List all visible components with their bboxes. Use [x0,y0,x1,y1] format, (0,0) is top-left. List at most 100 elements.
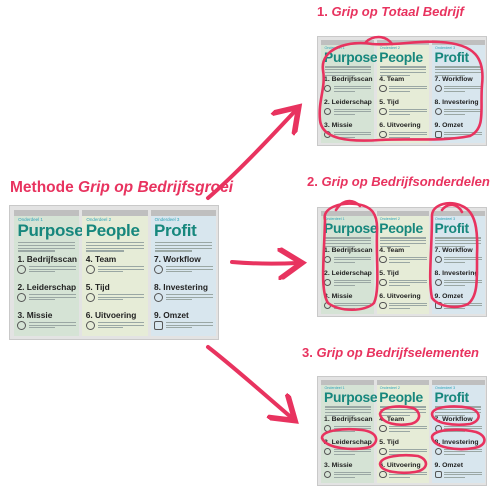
element-description [389,131,427,140]
target-icon [17,321,27,330]
column-subtitle: Onderdeel 1 [324,385,345,390]
column-intro-text [86,242,144,253]
variant-number: 3. [302,345,313,360]
bar-chart-icon [434,470,442,479]
circle-purpose-top [334,199,362,212]
element-label: 2. Leiderschap [324,438,372,446]
column-subtitle: Onderdeel 2 [379,45,400,50]
variant-heading-2: 2. Grip op Bedrijfsonderdelen [307,174,490,189]
element-description [165,322,213,330]
element-description [389,108,427,117]
column-title: Purpose [324,220,378,237]
element-description [97,266,145,274]
element-description [444,85,482,94]
column-subtitle: Onderdeel 2 [379,385,400,390]
main-title: Methode Grip op Bedrijfsgroei [10,179,233,197]
element-description [444,108,482,117]
circle-workflow [430,405,480,426]
element-description [389,448,427,457]
clock-icon [379,107,387,116]
column-title: Purpose [17,221,84,240]
element-label: 4. Team [379,76,405,84]
circle-uitvoering [378,453,428,475]
search-icon [324,85,332,93]
column-header-bar [14,210,80,216]
element-label: 6. Uitvoering [85,310,137,320]
variant-label: Grip op Bedrijfselementen [316,345,480,360]
column-intro-text [324,406,371,417]
column-subtitle: Onderdeel 3 [435,216,456,221]
circle-team [378,405,421,426]
circle-profit-top [440,203,464,214]
column-title: Purpose [324,49,378,66]
element-description [444,256,482,265]
clock-icon [379,278,387,287]
element-label: 5. Tijd [379,98,399,106]
circle-purpose-column [321,202,379,312]
workflow-icon [153,265,163,274]
column-subtitle: Onderdeel 1 [18,217,43,222]
column-title: People [379,49,423,66]
bar-chart-icon [153,321,163,330]
column-header-bar [321,40,375,46]
element-label: 9. Omzet [434,121,463,129]
leadership-icon [17,293,27,302]
execution-icon [379,130,387,139]
team-icon [85,265,95,274]
element-label: 6. Uitvoering [379,121,421,129]
element-label: 9. Omzet [434,292,463,300]
circle-profit-column [428,202,479,309]
execution-icon [85,321,95,330]
column-intro-text [18,242,76,253]
execution-icon [379,301,387,310]
column-title: Profit [153,221,197,240]
team-icon [379,425,387,433]
column-header-bar [431,211,485,217]
arrow-to-variant-3 [206,345,292,418]
element-description [165,294,213,302]
arrow-to-variant-1 [206,110,296,200]
column-subtitle: Onderdeel 2 [86,217,112,222]
column-title: People [85,221,140,240]
element-description [389,85,427,94]
element-label: 1. Bedrijfsscan [324,76,373,84]
column-subtitle: Onderdeel 2 [379,216,400,221]
element-label: 4. Team [379,416,405,424]
column-title: People [379,389,423,406]
column-header-bar [321,380,375,386]
element-description [389,425,427,434]
column-title: People [379,220,423,237]
column-header-bar [150,210,216,216]
variant-label: Grip op Totaal Bedrijf [331,4,464,19]
element-description [333,279,372,288]
variant-heading-1: 1. Grip op Totaal Bedrijf [317,4,464,19]
main-title-emphasis: Grip op Bedrijfsgroei [78,179,234,196]
element-label: 4. Team [379,247,405,255]
element-label: 8. Investering [153,282,208,292]
column-intro-text [379,237,427,248]
element-label: 9. Omzet [434,461,463,469]
element-description [97,294,145,302]
column-header-bar [376,211,430,217]
element-description [29,294,77,302]
column-intro-text [379,66,427,77]
euro-icon [434,278,442,287]
element-label: 7. Workflow [434,416,473,424]
column-subtitle: Onderdeel 3 [435,45,456,50]
main-title-prefix: Methode [10,179,79,196]
element-label: 7. Workflow [434,247,473,255]
element-label: 8. Investering [434,438,479,446]
column-intro-text [435,66,482,77]
element-label: 7. Workflow [153,254,201,264]
element-label: 3. Missie [17,310,53,320]
element-description [165,266,213,274]
element-label: 2. Leiderschap [17,282,77,292]
element-label: 3. Missie [324,461,353,469]
